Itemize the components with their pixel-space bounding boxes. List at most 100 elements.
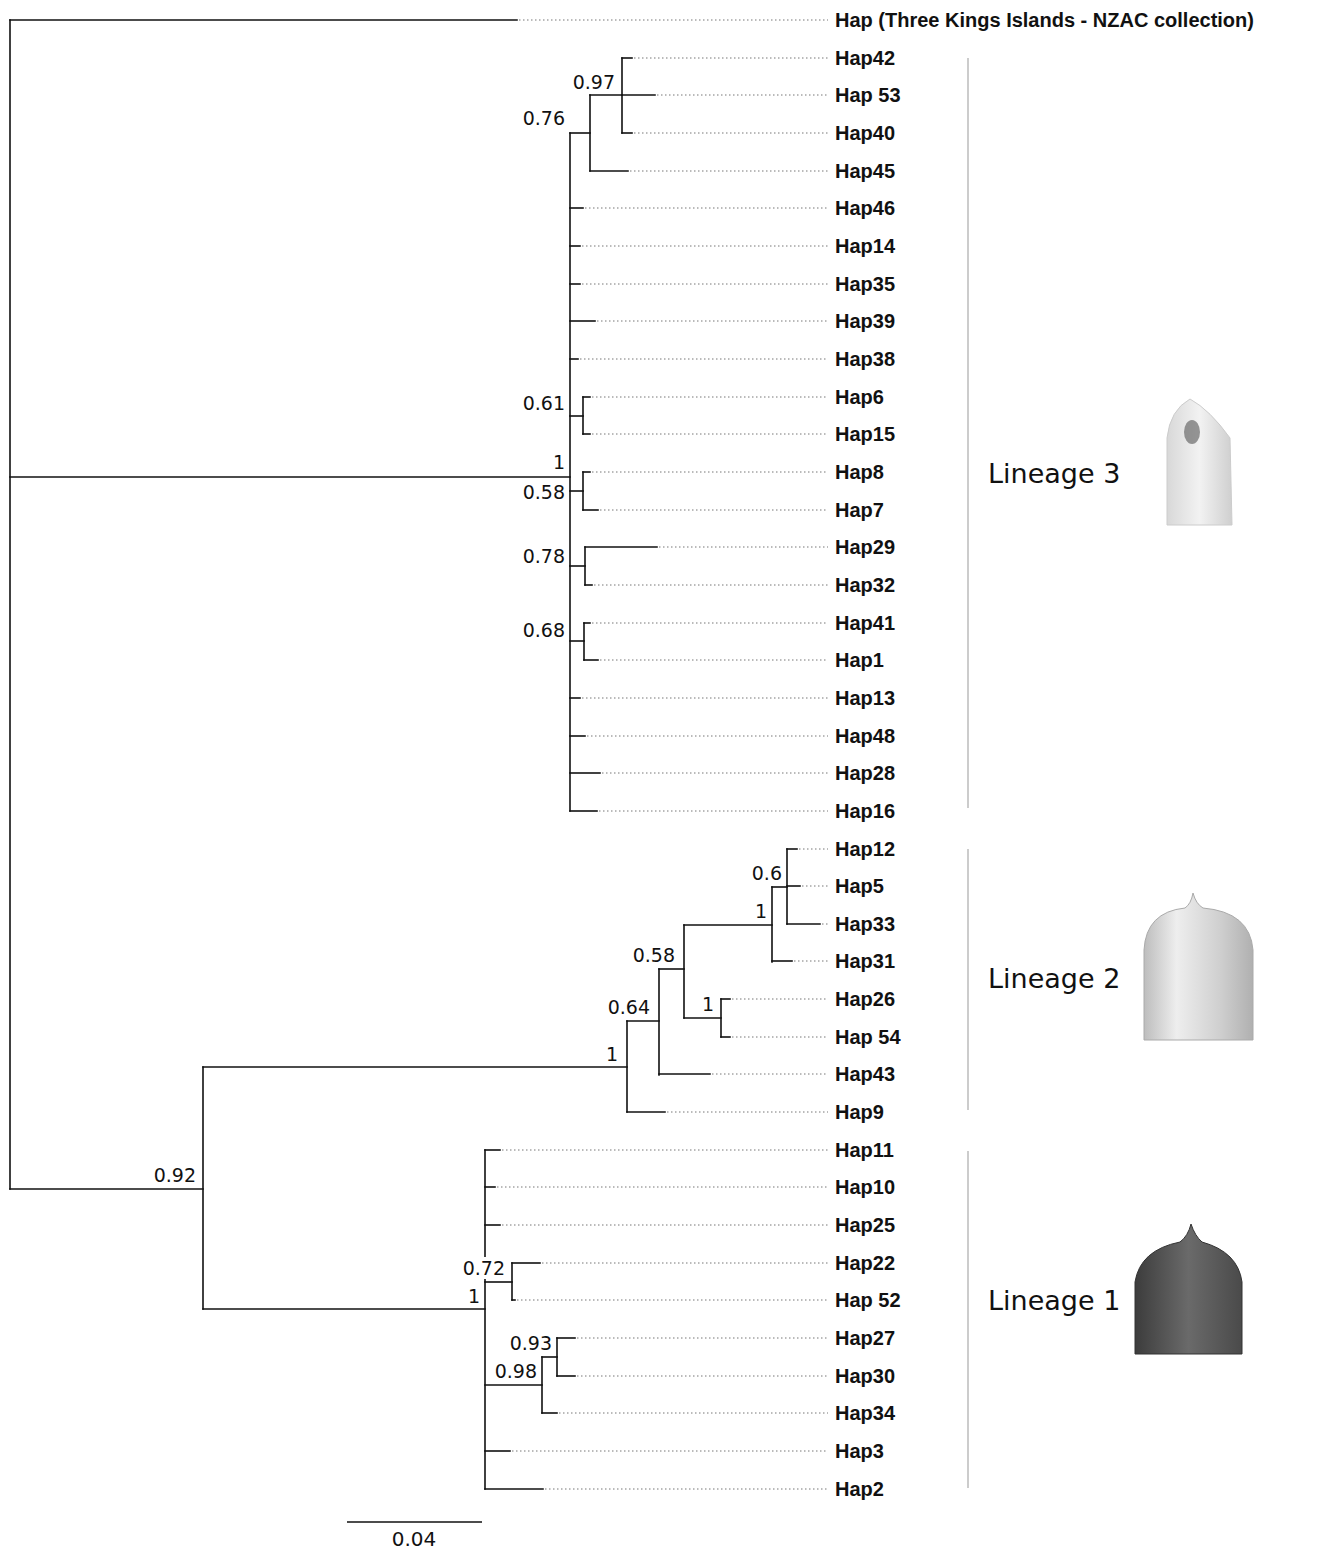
tree-branch — [658, 969, 660, 1075]
support-value: 1 — [701, 993, 715, 1015]
tree-branch — [684, 1017, 721, 1019]
tree-branch — [583, 471, 590, 473]
tree-branch — [684, 924, 772, 926]
tip-label: Hap30 — [835, 1365, 895, 1388]
tree-branch — [570, 810, 597, 812]
tip-label: Hap5 — [835, 875, 884, 898]
tree-branch — [569, 133, 571, 811]
tip-label: Hap22 — [835, 1252, 895, 1275]
lineage-bracket — [967, 58, 968, 808]
tree-branch — [485, 1281, 512, 1283]
leader-line — [794, 961, 828, 962]
tip-label: Hap 54 — [835, 1026, 901, 1049]
specimen-image — [1167, 399, 1232, 525]
support-value: 0.68 — [522, 619, 566, 641]
tree-branch — [202, 1067, 204, 1309]
tree-branch — [570, 415, 583, 417]
leader-line — [594, 585, 828, 586]
leader-line — [580, 359, 828, 360]
tip-label: Hap16 — [835, 800, 895, 823]
support-value: 0.72 — [462, 1257, 506, 1279]
tree-branch — [570, 490, 583, 492]
tree-branch — [10, 1188, 203, 1190]
tree-branch — [485, 1384, 542, 1386]
tip-label: Hap3 — [835, 1440, 884, 1463]
tree-branch — [10, 476, 570, 478]
tip-label: Hap11 — [835, 1139, 894, 1162]
leader-line — [592, 472, 828, 473]
tip-label: Hap2 — [835, 1478, 884, 1501]
tip-label: Hap25 — [835, 1214, 895, 1237]
leader-line — [597, 321, 828, 322]
tree-branch — [542, 1356, 557, 1358]
leader-line — [582, 698, 828, 699]
leader-line — [630, 171, 828, 172]
lineage-label: Lineage 2 — [988, 963, 1120, 994]
tree-branch — [721, 1036, 730, 1038]
specimen-image — [1184, 420, 1200, 444]
tree-branch — [584, 622, 590, 624]
tree-branch — [683, 925, 685, 1018]
leader-line — [545, 1489, 828, 1490]
tip-label: Hap40 — [835, 122, 895, 145]
tip-label: Hap46 — [835, 197, 895, 220]
support-value: 1 — [467, 1285, 481, 1307]
scale-label: 0.04 — [392, 1527, 437, 1551]
tree-branch — [570, 735, 585, 737]
tip-label: Hap 53 — [835, 84, 901, 107]
tree-branch — [772, 960, 792, 962]
tip-label: Hap9 — [835, 1101, 884, 1124]
tree-branch — [570, 320, 595, 322]
tree-branch — [570, 358, 578, 360]
tree-branch — [590, 170, 628, 172]
tree-branch — [570, 697, 580, 699]
support-value: 0.76 — [522, 107, 566, 129]
support-value: 0.58 — [632, 944, 676, 966]
support-value: 1 — [754, 900, 768, 922]
leader-line — [600, 660, 828, 661]
tip-label: Hap10 — [835, 1176, 895, 1199]
tip-label: Hap35 — [835, 273, 895, 296]
tip-label: Hap28 — [835, 762, 895, 785]
tree-branch — [583, 396, 590, 398]
leader-line — [559, 1413, 828, 1414]
support-value: 0.6 — [751, 862, 783, 884]
tip-label: Hap27 — [835, 1327, 895, 1350]
tip-label: Hap34 — [835, 1402, 895, 1425]
tip-label: Hap12 — [835, 838, 895, 861]
tip-label: Hap 52 — [835, 1289, 901, 1312]
support-value: 0.98 — [494, 1360, 538, 1382]
support-value: 0.78 — [522, 545, 566, 567]
tree-branch — [627, 1020, 659, 1022]
tree-branch — [787, 848, 797, 850]
tip-label: Hap42 — [835, 47, 895, 70]
tip-label: Hap45 — [835, 160, 895, 183]
lineage-bracket — [967, 1151, 968, 1488]
tip-label: Hap31 — [835, 950, 895, 973]
tip-label: Hap7 — [835, 499, 884, 522]
tree-branch — [485, 1488, 543, 1490]
tree-branch — [622, 132, 632, 134]
support-value: 0.64 — [607, 996, 651, 1018]
leader-line — [712, 1074, 828, 1075]
tree-branch — [590, 94, 622, 96]
tip-label: Hap14 — [835, 235, 895, 258]
leader-line — [585, 208, 828, 209]
tree-branch — [9, 20, 11, 1189]
leader-line — [599, 811, 828, 812]
tip-label: Hap33 — [835, 913, 895, 936]
leader-line — [517, 1300, 828, 1301]
leader-line — [732, 1037, 828, 1038]
tip-label: Hap8 — [835, 461, 884, 484]
leader-line — [587, 736, 828, 737]
tip-label: Hap6 — [835, 386, 884, 409]
tree-branch — [787, 885, 800, 887]
support-value: 0.58 — [522, 481, 566, 503]
leader-line — [582, 246, 828, 247]
leader-line — [577, 1376, 828, 1377]
tip-label: Hap1 — [835, 649, 884, 672]
tree-branch — [659, 968, 684, 970]
tree-branch — [772, 886, 787, 888]
specimen-image — [1144, 893, 1253, 1040]
